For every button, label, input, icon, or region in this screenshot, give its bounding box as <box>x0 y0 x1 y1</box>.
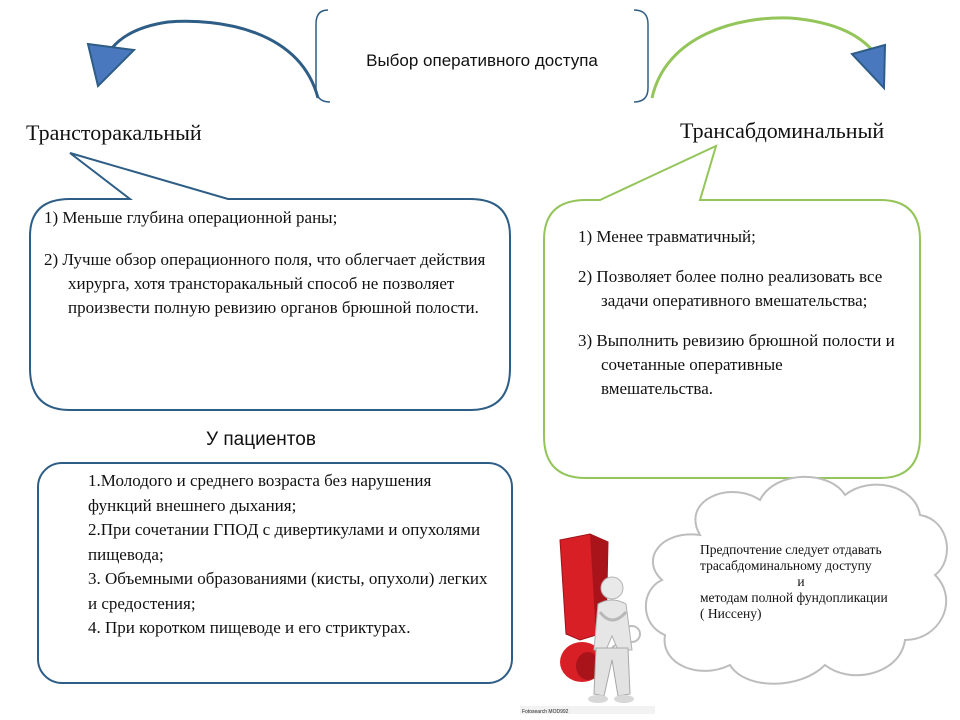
transabdominal-advantages: 1) Менее травматичный; 2) Позволяет боле… <box>578 225 898 401</box>
cloud-line: ( Ниссену) <box>700 606 762 621</box>
exclamation-person-figure <box>559 533 634 703</box>
cloud-line: трасабдоминальному доступу <box>700 558 872 573</box>
patients-list: 1.Молодого и среднего возраста без наруш… <box>88 469 498 641</box>
right-speech-bubble <box>543 144 921 479</box>
heading-transthoracic: Трансторакальный <box>26 120 202 145</box>
list-item: 2.При сочетании ГПОД с дивертикулами и о… <box>88 520 481 564</box>
patients-box <box>37 462 513 684</box>
heading-transabdominal: Трансабдоминальный <box>680 118 885 143</box>
list-item: 1) Менее травматичный; <box>578 227 756 246</box>
patients-title: У пациентов <box>206 429 316 450</box>
list-item: 1.Молодого и среднего возраста без наруш… <box>88 471 432 515</box>
figure-caption-strip <box>520 706 655 714</box>
list-item: 2) Лучше обзор операционного поля, что о… <box>44 250 486 317</box>
cloud-line: Предпочтение следует отдавать <box>700 542 882 557</box>
left-arrow-arc <box>110 19 320 99</box>
figure-caption: Fotosearch MOD992 <box>522 709 569 715</box>
right-arrow-head <box>850 43 887 91</box>
list-item: 2) Позволяет более полно реализовать все… <box>578 267 883 310</box>
left-speech-bubble <box>29 152 511 411</box>
list-item: 1) Меньше глубина операционной раны; <box>44 208 338 227</box>
person-legs <box>593 647 631 697</box>
cloud-line: и <box>797 574 805 589</box>
person-head <box>600 576 624 600</box>
list-item: 3) Выполнить ревизию брюшной полости и с… <box>578 331 895 398</box>
transthoracic-advantages: 1) Меньше глубина операционной раны; 2) … <box>44 206 504 320</box>
person-body <box>593 599 633 651</box>
title: Выбор оперативного доступа <box>366 51 598 70</box>
list-item: 3. Объемными образованиями (кисты, опухо… <box>88 569 488 613</box>
left-arrow-head <box>86 42 137 88</box>
cloud-text: Предпочтение следует отдавать трасабдоми… <box>700 542 930 622</box>
title-bracket-right <box>633 9 649 103</box>
cloud-line: методам полной фундопликации <box>700 590 888 605</box>
list-item: 4. При коротком пищеводе и его стриктура… <box>88 618 411 637</box>
right-arrow-arc <box>650 16 876 99</box>
title-bracket-left <box>315 9 331 103</box>
